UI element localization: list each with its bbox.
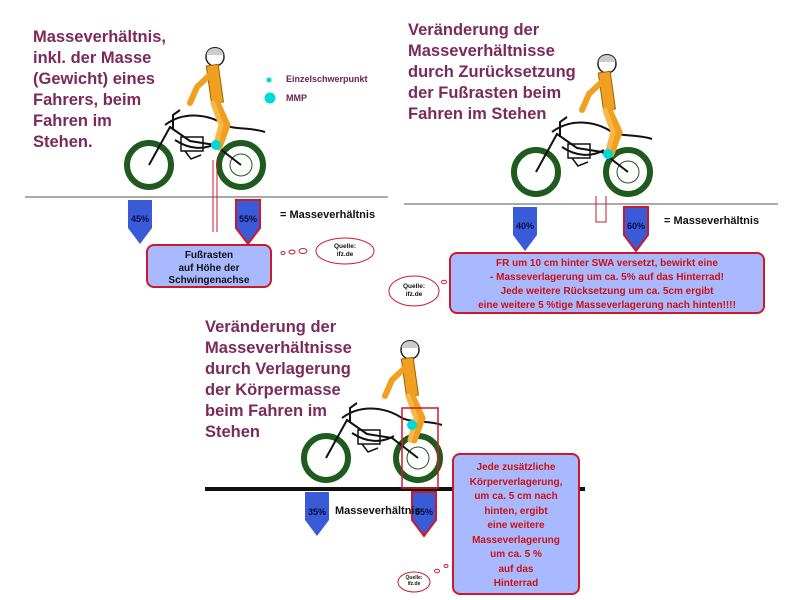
source-label-1: Quelle: ifz.de (333, 243, 357, 258)
ratio-label-3: Masseverhältnis (335, 505, 421, 517)
front-percent-1: 45% (130, 214, 149, 224)
panel1-title: Masseverhältnis, inkl. der Masse (Gewich… (33, 28, 166, 151)
front-arrow-1 (128, 200, 152, 244)
ratio-label-1: = Masseverhältnis (280, 209, 376, 221)
mmp-dot-2 (603, 149, 613, 159)
panel2-title: Veränderung der Masseverhältnisse durch … (408, 21, 576, 123)
source-cloud-3 (397, 571, 431, 593)
footpeg-shift-note-box: FR um 10 cm hinter SWA versetzt, bewirkt… (449, 252, 765, 314)
source-cloud-1 (315, 237, 375, 265)
single-center-legend-dot (266, 77, 272, 83)
footpeg-note-box: Fußrasten auf Höhe der Schwingenachse (146, 244, 272, 288)
rear-percent-3: 65% (414, 507, 433, 517)
body-shift-note-box: Jede zusätzliche Körperverlagerung, um c… (452, 453, 580, 595)
rear-arrow-3 (411, 491, 437, 538)
mmp-dot-1 (211, 140, 221, 150)
front-percent-3: 35% (307, 507, 326, 517)
rear-arrow-2 (623, 206, 649, 253)
mmp-dot-3 (407, 420, 417, 430)
front-arrow-2 (513, 207, 537, 251)
legend-mmp-label: MMP (286, 93, 307, 103)
rear-arrow-1 (235, 199, 261, 246)
panel3-title: Veränderung der Masseverhältnisse durch … (205, 318, 352, 441)
ratio-label-2: = Masseverhältnis (664, 215, 760, 227)
source-label-3: Quelle: ifz.de (405, 575, 423, 587)
legend-single-center-label: Einzelschwerpunkt (286, 74, 368, 84)
rear-percent-2: 60% (626, 221, 645, 231)
rear-percent-1: 55% (238, 214, 257, 224)
source-label-2: Quelle: ifz.de (402, 283, 426, 298)
front-arrow-3 (305, 492, 329, 536)
front-percent-2: 40% (515, 221, 534, 231)
mmp-legend-dot (264, 92, 276, 104)
source-cloud-2 (388, 275, 440, 307)
